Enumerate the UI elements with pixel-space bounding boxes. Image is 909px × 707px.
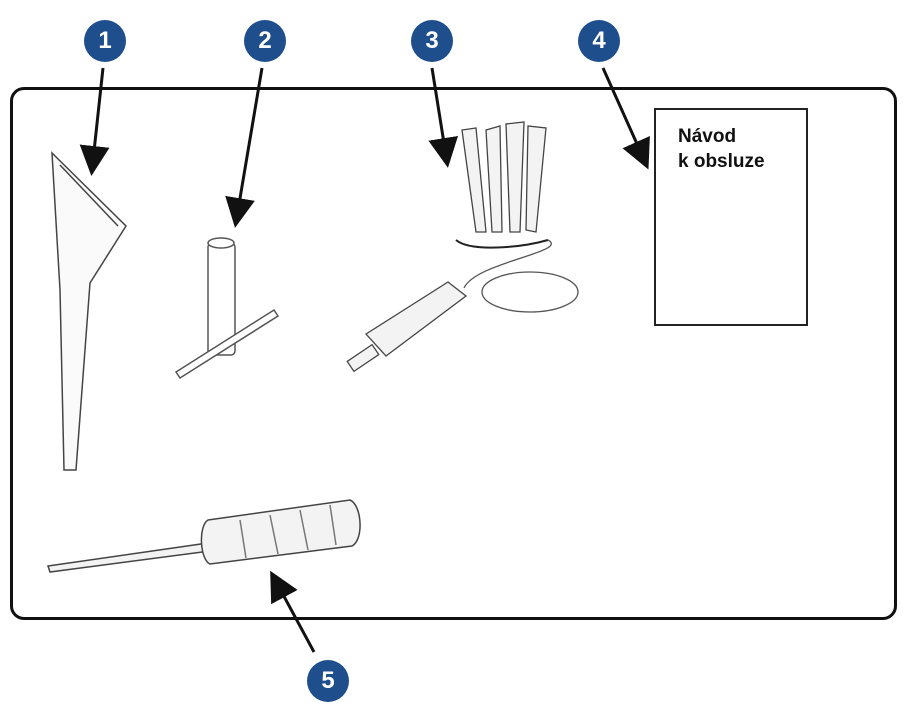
callout-badge-5: 5 <box>307 660 349 702</box>
callout-badge-3: 3 <box>411 20 453 62</box>
funnel-icon <box>51 151 127 471</box>
arrow-4 <box>601 67 650 170</box>
callout-badge-2: 2 <box>244 20 286 62</box>
callout-badge-1: 1 <box>84 20 126 62</box>
jumper-cable-icon <box>346 121 579 373</box>
manual-booklet: Návod k obsluze <box>654 108 808 326</box>
screwdriver-icon <box>47 499 361 573</box>
arrow-1 <box>79 67 110 176</box>
manual-title-line-2: k obsluze <box>678 151 765 172</box>
callout-badge-4: 4 <box>578 20 620 62</box>
callout-arrows <box>79 67 650 653</box>
socket-wrench-icon <box>174 237 280 380</box>
arrow-3 <box>428 67 459 168</box>
manual-title-line-1: Návod <box>678 126 737 147</box>
toolkit-frame <box>10 87 897 620</box>
arrow-5 <box>270 570 316 653</box>
arrow-2 <box>225 67 264 228</box>
